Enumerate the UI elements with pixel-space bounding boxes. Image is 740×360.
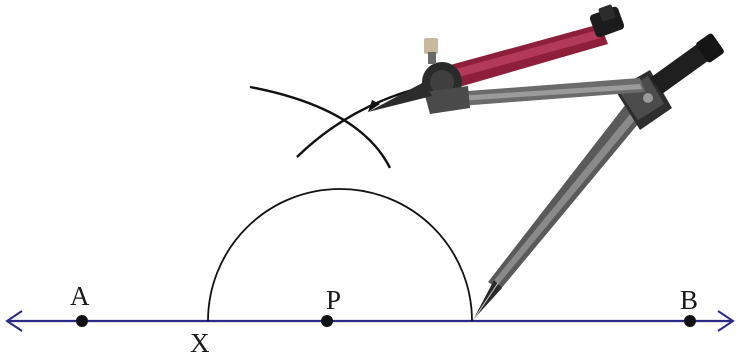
label-X: X: [190, 328, 210, 358]
point-B: [684, 315, 696, 327]
label-A: A: [70, 281, 90, 311]
semicircle-arc: [207, 188, 473, 322]
point-A: [76, 315, 88, 327]
label-B: B: [680, 285, 698, 315]
arc-upper-left: [249, 85, 392, 169]
left-arrowhead: [5, 310, 23, 332]
line-AB: [5, 310, 735, 332]
label-P: P: [326, 285, 341, 315]
right-arrowhead: [717, 310, 735, 332]
compass-icon: [368, 4, 724, 320]
arc-upper-right: [296, 88, 413, 158]
point-P: [321, 315, 333, 327]
